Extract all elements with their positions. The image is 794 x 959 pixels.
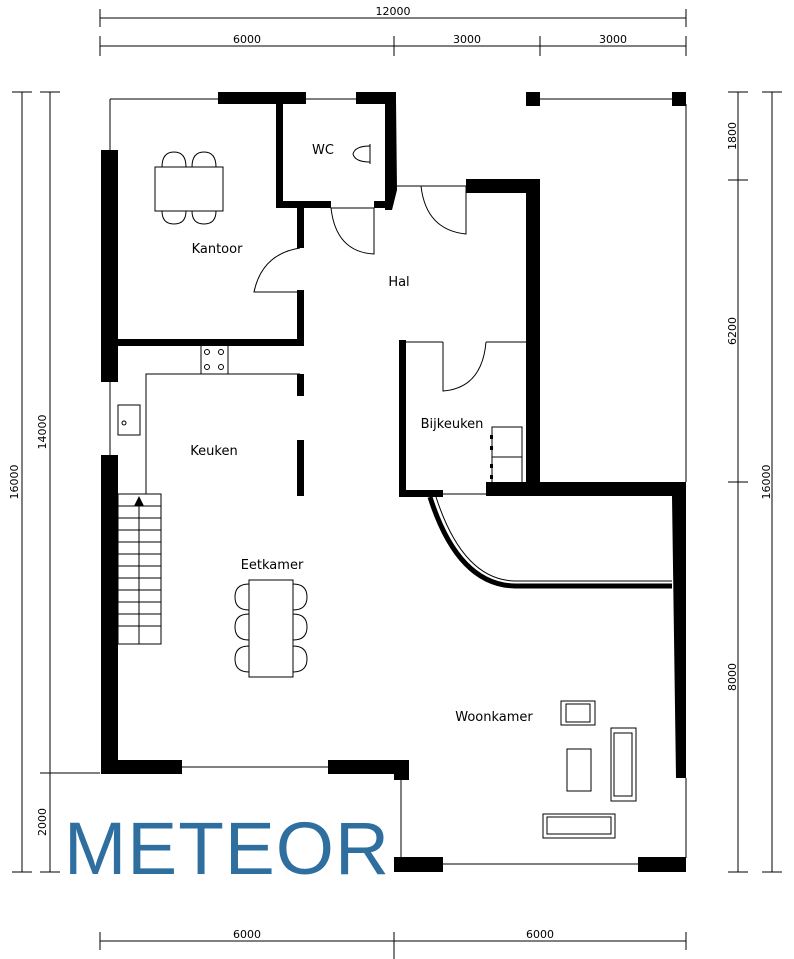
- room-label-bijkeuken: Bijkeuken: [421, 417, 484, 432]
- room-label-hal: Hal: [388, 275, 409, 290]
- logo-text: METEOR: [64, 807, 390, 890]
- dim-right-seg-2: 6200: [726, 317, 739, 345]
- dim-left-outer: 16000: [8, 465, 21, 500]
- dim-right-seg-3: 8000: [726, 663, 739, 691]
- stair-arrow-icon: [134, 496, 144, 506]
- kantoor-desk: [154, 151, 224, 225]
- staircase: [117, 493, 162, 645]
- curved-wall: [427, 496, 672, 589]
- meteor-logo: METEOR: [64, 807, 390, 890]
- room-label-eetkamer: Eetkamer: [241, 558, 304, 573]
- doors: [253, 185, 487, 392]
- dim-top-seg-1: 6000: [233, 33, 261, 46]
- left-dimensions: 16000 14000 2000: [8, 91, 100, 873]
- dim-bottom-seg-1: 6000: [233, 928, 261, 941]
- dim-right-outer: 16000: [760, 465, 773, 500]
- thick-walls: [101, 92, 686, 872]
- room-label-kantoor: Kantoor: [192, 242, 244, 257]
- dim-top-total: 12000: [376, 5, 411, 18]
- bottom-dimensions: 6000 6000 12000: [99, 928, 687, 959]
- bijkeuken-appliances: [490, 426, 523, 488]
- dining-table: [234, 579, 308, 678]
- dim-bottom-seg-2: 6000: [526, 928, 554, 941]
- room-label-woonkamer: Woonkamer: [455, 710, 533, 725]
- dim-top-seg-3: 3000: [599, 33, 627, 46]
- dim-left-bottom: 2000: [36, 808, 49, 836]
- dim-top-seg-2: 3000: [453, 33, 481, 46]
- room-label-wc: WC: [312, 143, 334, 158]
- room-labels: WC Kantoor Hal Bijkeuken Keuken Eetkamer…: [190, 143, 533, 725]
- right-dimensions: 1800 6200 8000 16000: [726, 91, 782, 873]
- toilet-icon: [352, 144, 371, 164]
- thin-walls: [109, 98, 687, 865]
- room-label-keuken: Keuken: [190, 444, 237, 459]
- dim-left-main: 14000: [36, 415, 49, 450]
- dim-right-seg-1: 1800: [726, 122, 739, 150]
- top-dimensions: 12000 6000 3000 3000: [99, 5, 687, 56]
- living-room-furniture: [542, 700, 637, 839]
